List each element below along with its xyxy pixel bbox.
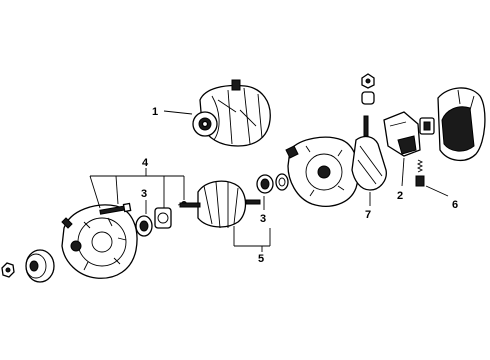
callout-leader-6 — [425, 185, 449, 197]
rear-housing — [285, 136, 359, 207]
callout-7: 7 — [365, 209, 371, 221]
callout-leader-5 — [233, 226, 271, 252]
pulley-nut — [1, 262, 15, 278]
rectifier-holder — [351, 115, 387, 191]
front-bearing — [135, 215, 153, 237]
terminal-insulator — [361, 91, 375, 105]
brush-spring — [415, 159, 425, 187]
bearing-retainer-plate — [154, 207, 172, 229]
bearing-cover — [275, 173, 289, 191]
callout-3-right: 3 — [260, 213, 266, 225]
callout-4: 4 — [142, 157, 149, 169]
callout-leader-2 — [401, 157, 405, 187]
rear-end-cover — [437, 87, 486, 161]
voltage-regulator — [383, 111, 421, 157]
callout-3-left: 3 — [141, 188, 147, 200]
callout-1: 1 — [152, 106, 158, 118]
stud-bolt — [99, 202, 132, 215]
callout-leader-4 — [89, 168, 185, 209]
connector — [419, 117, 435, 135]
pulley — [25, 249, 55, 283]
front-housing — [61, 204, 138, 279]
callout-5: 5 — [258, 253, 264, 265]
rear-bearing — [256, 174, 274, 194]
callout-leader-1 — [163, 110, 193, 115]
callout-6: 6 — [452, 199, 458, 211]
alternator-assembly — [192, 79, 271, 147]
rotor — [179, 180, 261, 229]
callout-2: 2 — [397, 190, 403, 202]
terminal-nut — [361, 73, 375, 89]
